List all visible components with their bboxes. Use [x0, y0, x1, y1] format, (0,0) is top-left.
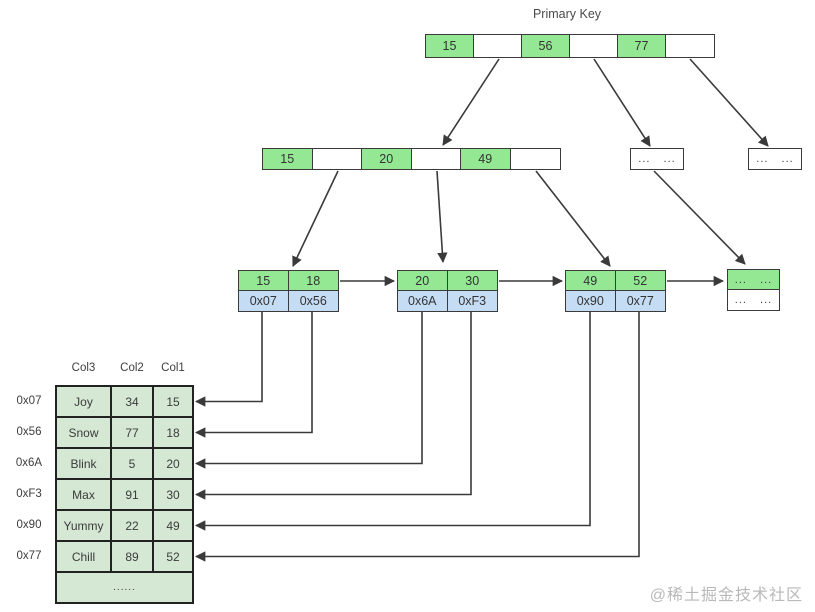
arrow-root-to-internal	[442, 58, 500, 146]
table-cell: 30	[154, 480, 192, 509]
table-cell: 5	[112, 449, 152, 478]
table-cell: Blink	[57, 449, 110, 478]
pointer-0xF3-to-row-max	[194, 312, 472, 500]
leaf-pointer-cell: 0x56	[288, 291, 338, 311]
leaf-pointer-cell: 0x77	[615, 291, 665, 311]
table-cell: Yummy	[57, 511, 110, 540]
row-address: 0x77	[16, 550, 42, 562]
pointer-0x90-to-row-yummy	[194, 312, 591, 531]
root-node: 15 56 77	[425, 34, 715, 58]
table-cell: 34	[112, 387, 152, 416]
leaf-pointer-cell: ... ...	[728, 290, 779, 310]
root-pointer-cell	[570, 35, 618, 57]
table-cell: Joy	[57, 387, 110, 416]
leaf-node-1: 15 18 0x07 0x56	[238, 270, 339, 312]
leaf-node-2: 20 30 0x6A 0xF3	[397, 270, 498, 312]
overflow-node-2: ... ...	[748, 148, 802, 170]
overflow-leaf-node: ... ... ... ...	[727, 269, 780, 311]
internal-node: 15 20 49	[262, 148, 561, 170]
leaf-pointer-cell: 0x90	[566, 291, 616, 311]
data-table: Joy 34 15 Snow 77 18 Blink 5 20 Max 91 3…	[55, 385, 194, 604]
table-cell: 52	[154, 542, 192, 571]
leaf-key-cell: 30	[447, 271, 497, 290]
internal-pointer-cell	[312, 149, 362, 169]
arrow-internal-to-leaf-2	[436, 170, 448, 264]
leaf-key-cell: 18	[288, 271, 338, 290]
table-cell: 77	[112, 418, 152, 447]
arrow-root-to-overflow-1	[593, 58, 651, 147]
table-cell: Max	[57, 480, 110, 509]
table-cell: Snow	[57, 418, 110, 447]
root-pointer-cell	[474, 35, 522, 57]
leaf-key-cell: 20	[398, 271, 448, 290]
table-cell: 15	[154, 387, 192, 416]
arrow-overflow-to-leaf-4	[653, 170, 746, 265]
internal-key-cell: 20	[362, 149, 412, 169]
table-cell: 20	[154, 449, 192, 478]
leaf-node-3: 49 52 0x90 0x77	[565, 270, 666, 312]
arrow-internal-to-leaf-1	[292, 170, 339, 267]
leaf-key-cell: 15	[239, 271, 289, 290]
pointer-0x07-to-row-joy	[194, 312, 263, 407]
table-cell: Chill	[57, 542, 110, 571]
leaf-key-cell: 52	[615, 271, 665, 290]
root-pointer-cell	[666, 35, 714, 57]
leaf-pointer-cell: 0xF3	[447, 291, 497, 311]
watermark: @稀土掘金技术社区	[649, 587, 803, 604]
leaf-pointer-cell: 0x6A	[398, 291, 448, 311]
arrow-internal-to-leaf-3	[535, 170, 611, 267]
internal-key-cell: 15	[263, 149, 313, 169]
arrow-root-to-overflow-2	[689, 58, 769, 147]
table-header-col3: Col3	[71, 362, 96, 374]
root-key-cell: 77	[618, 35, 666, 57]
ellipsis-cell: ... ...	[631, 149, 683, 169]
row-address: 0xF3	[16, 488, 42, 500]
table-footer-cell: ......	[57, 573, 192, 602]
row-address: 0x07	[16, 395, 42, 407]
table-cell: 89	[112, 542, 152, 571]
overflow-node-1: ... ...	[630, 148, 684, 170]
pointer-0x56-to-row-snow	[194, 312, 313, 438]
table-cell: 22	[112, 511, 152, 540]
root-key-cell: 56	[522, 35, 570, 57]
root-key-cell: 15	[426, 35, 474, 57]
leaf-key-cell: ... ...	[728, 270, 779, 289]
table-cell: 49	[154, 511, 192, 540]
row-address: 0x6A	[15, 457, 43, 469]
row-address: 0x56	[16, 426, 42, 438]
leaf-pointer-cell: 0x07	[239, 291, 289, 311]
internal-pointer-cell	[510, 149, 560, 169]
primary-key-label: Primary Key	[532, 7, 602, 21]
table-header-col1: Col1	[161, 362, 185, 374]
pointer-0x6A-to-row-blink	[194, 312, 423, 469]
table-cell: 18	[154, 418, 192, 447]
table-cell: 91	[112, 480, 152, 509]
internal-key-cell: 49	[461, 149, 511, 169]
leaf-key-cell: 49	[566, 271, 616, 290]
ellipsis-cell: ... ...	[749, 149, 801, 169]
table-header-col2: Col2	[120, 362, 144, 374]
row-address: 0x90	[16, 519, 42, 531]
pointer-0x77-to-row-chill	[194, 312, 640, 562]
internal-pointer-cell	[411, 149, 461, 169]
